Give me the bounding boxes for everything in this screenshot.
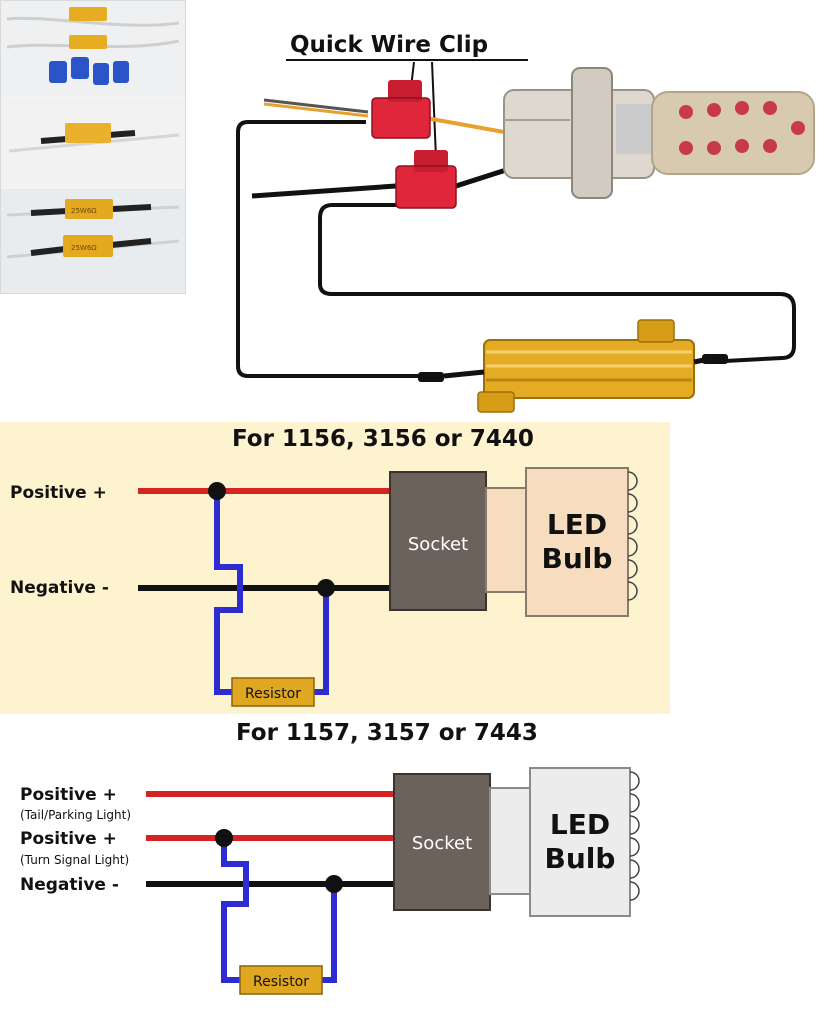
negative-label: Negative - — [10, 578, 109, 598]
quick-wire-clip-title: Quick Wire Clip — [290, 32, 488, 58]
bulb-label-line2: Bulb — [545, 842, 616, 875]
resistor-wire — [214, 491, 243, 695]
resistor-lead-wire — [236, 120, 436, 378]
resistor-box — [239, 965, 323, 995]
junction-dot — [325, 875, 343, 893]
load-resistor-icon — [418, 319, 728, 413]
car-wire — [263, 102, 369, 118]
resistor-photo-illustration: 25W6Ω 25W6Ω — [1, 1, 185, 293]
car-wire — [263, 98, 369, 114]
positive2-note: (Turn Signal Light) — [20, 853, 129, 867]
pointer-line — [431, 61, 437, 159]
socket-box — [389, 471, 487, 611]
resistor-icon — [65, 199, 113, 219]
wiring-illustration: Quick Wire Clip — [186, 0, 828, 420]
resistor-label: Resistor — [253, 974, 309, 990]
diagram1-title: For 1156, 3156 or 7440 — [232, 426, 534, 452]
bulb-base — [489, 787, 531, 895]
bulb-base — [485, 487, 527, 593]
socket-label: Socket — [412, 833, 472, 854]
resistor-photo-thumbnail: 25W6Ω 25W6Ω — [0, 0, 186, 294]
junction-dot — [215, 829, 233, 847]
resistor-box — [231, 677, 315, 707]
diagram2-title: For 1157, 3157 or 7443 — [236, 720, 538, 746]
diagram-dual-filament: For 1157, 3157 or 7443 Positive + (Tail/… — [0, 714, 670, 1036]
positive1-label: Positive + — [20, 785, 117, 805]
resistor-wire — [322, 884, 337, 983]
bulb-label-line2: Bulb — [542, 542, 613, 575]
resistor-wire — [314, 588, 329, 695]
junction-dot — [317, 579, 335, 597]
resistor-label: Resistor — [245, 686, 301, 702]
resistor-wire — [221, 838, 249, 983]
led-bulb-box — [525, 467, 629, 617]
bulb-label-line1: LED — [547, 508, 607, 541]
wire-clip-icon — [71, 57, 89, 79]
resistor-icon — [63, 235, 113, 257]
resistor-lead-wire — [318, 203, 796, 364]
wire-clip-icon — [49, 61, 67, 83]
diagram-single-filament: For 1156, 3156 or 7440 Positive + Negati… — [0, 422, 670, 714]
car-wire — [251, 183, 397, 199]
led-bulb-icon — [616, 91, 815, 175]
bulb-bumps — [627, 471, 638, 601]
bulb-label-line1: LED — [550, 808, 610, 841]
resistor-print-text: 25W6Ω — [71, 244, 97, 252]
wire-clip-icon — [93, 63, 109, 85]
wire-clip-icon — [113, 61, 129, 83]
quick-wire-clip-icon — [395, 150, 457, 209]
resistor-print-text: 25W6Ω — [71, 207, 97, 215]
socket-label: Socket — [408, 534, 468, 555]
socket-wire — [455, 167, 507, 189]
resistor-icon — [69, 35, 107, 49]
resistor-icon — [69, 7, 107, 21]
bulb-bumps — [629, 771, 640, 901]
positive-label: Positive + — [10, 483, 107, 503]
resistor-icon — [65, 123, 111, 143]
positive2-label: Positive + — [20, 829, 117, 849]
junction-dot — [208, 482, 226, 500]
positive1-note: (Tail/Parking Light) — [20, 808, 131, 822]
socket-wire — [425, 116, 505, 134]
socket-box — [393, 773, 491, 911]
quick-wire-clip-icon — [371, 80, 431, 139]
led-bulb-box — [529, 767, 631, 917]
negative-label: Negative - — [20, 875, 119, 895]
